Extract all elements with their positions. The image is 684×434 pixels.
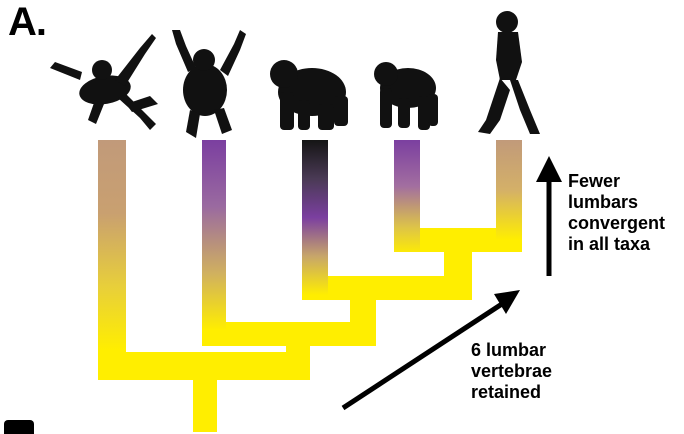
gibbon-silhouette (50, 34, 158, 130)
top-annotation-line: in all taxa (568, 234, 665, 255)
gorilla-branch (302, 140, 328, 300)
orangutan-silhouette (172, 30, 246, 138)
gibbon-branch (98, 140, 126, 380)
bottom-annotation-line: 6 lumbar (471, 340, 552, 361)
bottom-annotation-line: retained (471, 382, 552, 403)
top-annotation-line: Fewer (568, 171, 665, 192)
bottom-annotation: 6 lumbar vertebrae retained (471, 340, 552, 403)
chimpanzee-silhouette (374, 62, 438, 130)
next-panel-fragment (4, 420, 34, 434)
top-annotation-line: convergent (568, 213, 665, 234)
top-annotation: Fewer lumbars convergent in all taxa (568, 171, 665, 255)
human-silhouette (478, 11, 540, 134)
gorilla-silhouette (270, 60, 348, 130)
orangutan-branch (202, 140, 226, 346)
up-arrow-icon (536, 156, 562, 276)
human-branch (496, 140, 522, 252)
bottom-annotation-line: vertebrae (471, 361, 552, 382)
chimpanzee-branch (394, 140, 420, 252)
top-annotation-line: lumbars (568, 192, 665, 213)
